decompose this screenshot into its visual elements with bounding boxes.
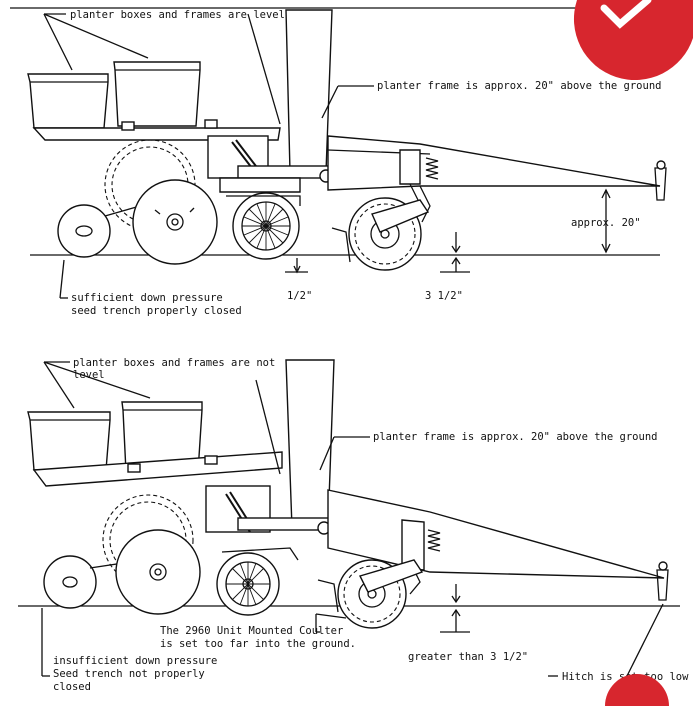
label-approx-20: approx. 20" [571,217,641,229]
seed-tube [285,359,335,529]
seed-tube [285,9,333,173]
seed-hopper-left [27,411,111,471]
label-insufficient-pressure: insufficient down pressure [53,655,217,667]
badge-icon [605,674,669,706]
diagram-not-level: planter boxes and frames are not level p… [18,357,689,693]
seed-hopper-right [113,61,201,127]
label-boxes-level: planter boxes and frames are level [70,9,285,21]
opener-disc [132,179,218,265]
label-three-half-inch: 3 1/2" [425,290,463,302]
opener-disc [115,529,201,615]
gauge-wheel [216,552,280,616]
planter-frame [327,135,661,191]
closing-wheel [57,204,111,258]
diagram-level: planter boxes and frames are level plant… [10,7,667,317]
hitch [654,160,667,201]
label-coulter-2: is set too far into the ground. [160,638,356,650]
label-frame-height-bottom: planter frame is approx. 20" above the g… [373,431,657,443]
check-badge-icon [573,0,693,81]
hitch [656,561,669,601]
label-frame-height-top: planter frame is approx. 20" above the g… [377,80,661,92]
label-half-inch: 1/2" [287,290,312,302]
label-trench-not-closed: Seed trench not properly [53,668,205,680]
label-not-level-2: level [73,369,105,381]
label-not-level-1: planter boxes and frames are not [73,357,275,369]
label-coulter-1: The 2960 Unit Mounted Coulter [160,625,343,637]
label-trench-closed: seed trench properly closed [71,305,242,317]
closing-wheel [43,555,97,609]
label-closed: closed [53,681,91,693]
label-sufficient-pressure: sufficient down pressure [71,292,223,304]
label-greater-than: greater than 3 1/2" [408,651,528,663]
gauge-wheel [232,192,300,260]
